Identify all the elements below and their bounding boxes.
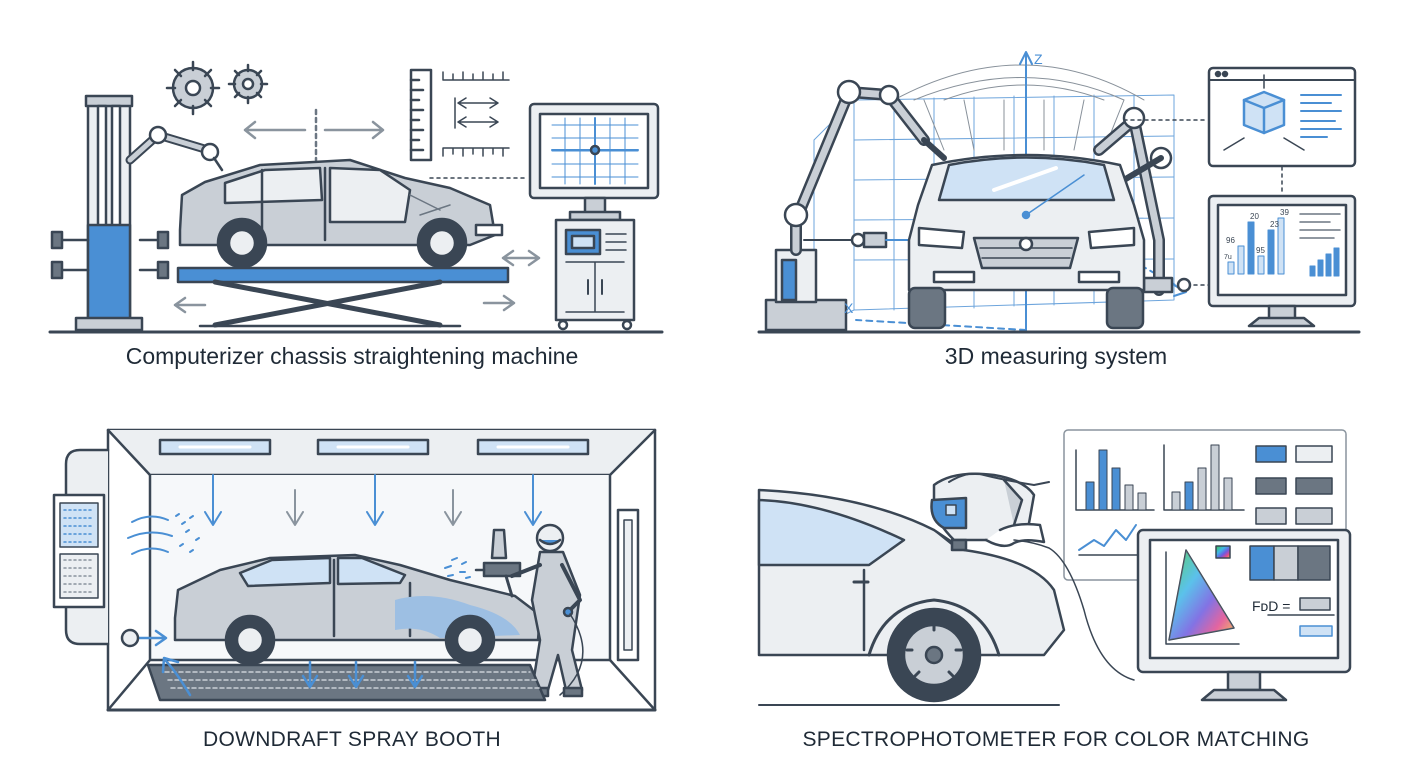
- car-icon: [757, 488, 1066, 706]
- panel-caption: SPECTROPHOTOMETER FOR COLOR MATCHING: [802, 728, 1310, 751]
- spectrophotometer-illustration: FᴅD =: [757, 429, 1352, 706]
- chart-label: 39: [1280, 208, 1289, 217]
- car-icon: [907, 153, 1146, 330]
- monitor-icon: [1136, 528, 1352, 702]
- chart-label: 95: [1256, 246, 1265, 255]
- panel-spray-booth: DOWNDRAFT SPRAY BOOTH: [0, 400, 704, 768]
- 3d-measuring-illustration: Z X 20 23 39 96 95 7u: [757, 51, 1361, 334]
- monitor-icon: [1207, 194, 1357, 328]
- chassis-straightening-illustration: [48, 60, 664, 334]
- gear-icon: [227, 63, 269, 105]
- chart-label: 7u: [1224, 254, 1232, 261]
- panel-3d-measuring: Z X 20 23 39 96 95 7u 3D measuring syste…: [704, 0, 1408, 390]
- panel-caption: 3D measuring system: [944, 343, 1168, 369]
- arrow-icon: [173, 120, 541, 314]
- robot-arm-icon: [125, 125, 224, 172]
- robot-arm-icon: [764, 79, 947, 332]
- panel-chassis-straightening: Computerizer chassis straightening machi…: [0, 0, 704, 390]
- panel-caption: Computerizer chassis straightening machi…: [125, 343, 579, 369]
- spray-booth-illustration: [52, 428, 657, 712]
- color-gamut-icon: [1165, 549, 1240, 645]
- axis-label-x: X: [844, 300, 854, 316]
- panel-caption: DOWNDRAFT SPRAY BOOTH: [203, 728, 501, 751]
- gear-icon: [165, 60, 221, 116]
- panel-spectrophotometer: FᴅD = SPECTROPHOTOMETER FOR COLOR MATCHI…: [704, 400, 1408, 768]
- painter-figure: [510, 523, 584, 698]
- spectrophotometer-icon: [930, 472, 1135, 681]
- spray-gun-icon: [444, 528, 522, 598]
- monitor-icon: [1207, 66, 1357, 168]
- monitor-icon: [528, 102, 660, 222]
- chart-label: 96: [1226, 236, 1235, 245]
- car-icon: [173, 553, 542, 666]
- car-icon: [178, 158, 504, 269]
- chart-label: 23: [1270, 220, 1279, 229]
- chart-label: 20: [1250, 212, 1259, 221]
- monitor-readout: FᴅD =: [1252, 598, 1290, 614]
- arrow-icon: [204, 474, 542, 526]
- axis-label-z: Z: [1034, 51, 1043, 67]
